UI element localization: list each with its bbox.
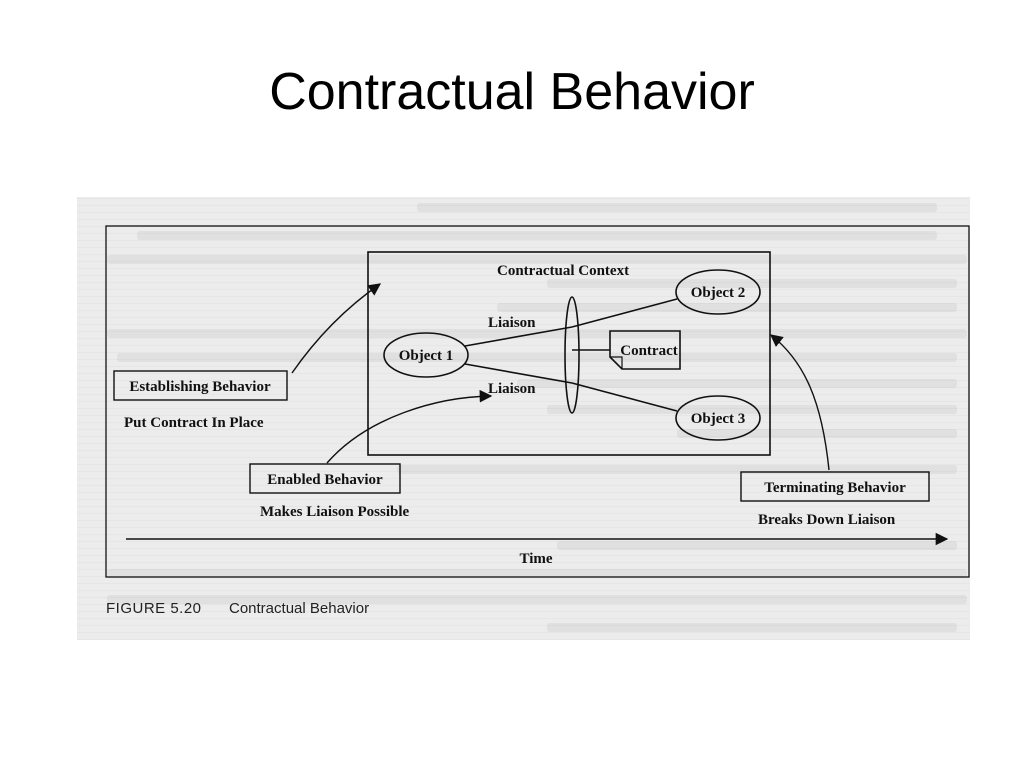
object-2-label: Object 2 — [691, 285, 746, 301]
liaison-line-bottom-left — [464, 363, 573, 384]
contract-label: Contract — [620, 343, 677, 359]
figure-frame — [105, 225, 970, 578]
object-3-node — [675, 395, 761, 441]
liaison-line-top-right — [571, 298, 678, 328]
time-label: Time — [519, 551, 552, 567]
liaison-line-bottom-right — [571, 382, 678, 412]
object-2-node — [675, 269, 761, 315]
slide-title: Contractual Behavior — [269, 63, 755, 121]
figure-number: FIGURE 5.20 — [106, 600, 202, 617]
figure-caption: Contractual Behavior — [229, 600, 369, 617]
breaks-liaison-label: Breaks Down Liaison — [758, 512, 896, 528]
scanned-figure: Contractual Context Object 1 Object 2 Ob… — [77, 197, 970, 640]
makes-liaison-label: Makes Liaison Possible — [260, 504, 410, 520]
enabled-behavior-box — [249, 463, 401, 494]
contractual-behavior-diagram: Contractual Context Object 1 Object 2 Ob… — [105, 225, 970, 617]
enabled-behavior-label: Enabled Behavior — [267, 472, 383, 488]
establishing-behavior-box — [113, 370, 288, 401]
put-contract-label: Put Contract In Place — [124, 415, 264, 431]
object-1-label: Object 1 — [399, 348, 454, 364]
object-3-label: Object 3 — [691, 411, 746, 427]
contract-box — [609, 330, 681, 370]
object-1-node — [383, 332, 469, 378]
enabled-to-liaison-arrow — [326, 389, 493, 464]
terminating-behavior-label: Terminating Behavior — [764, 480, 906, 496]
contractual-context-box — [367, 251, 771, 456]
terminating-to-context-arrow — [770, 334, 830, 471]
liaison-bottom-label: Liaison — [488, 381, 536, 397]
liaison-line-top-left — [464, 326, 573, 347]
establishing-to-context-arrow — [291, 283, 382, 374]
liaison-top-label: Liaison — [488, 315, 536, 331]
terminating-behavior-box — [740, 471, 930, 502]
establishing-behavior-label: Establishing Behavior — [129, 379, 271, 395]
contract-fold — [610, 356, 623, 369]
liaison-lens — [564, 296, 580, 414]
contractual-context-label: Contractual Context — [497, 263, 629, 279]
